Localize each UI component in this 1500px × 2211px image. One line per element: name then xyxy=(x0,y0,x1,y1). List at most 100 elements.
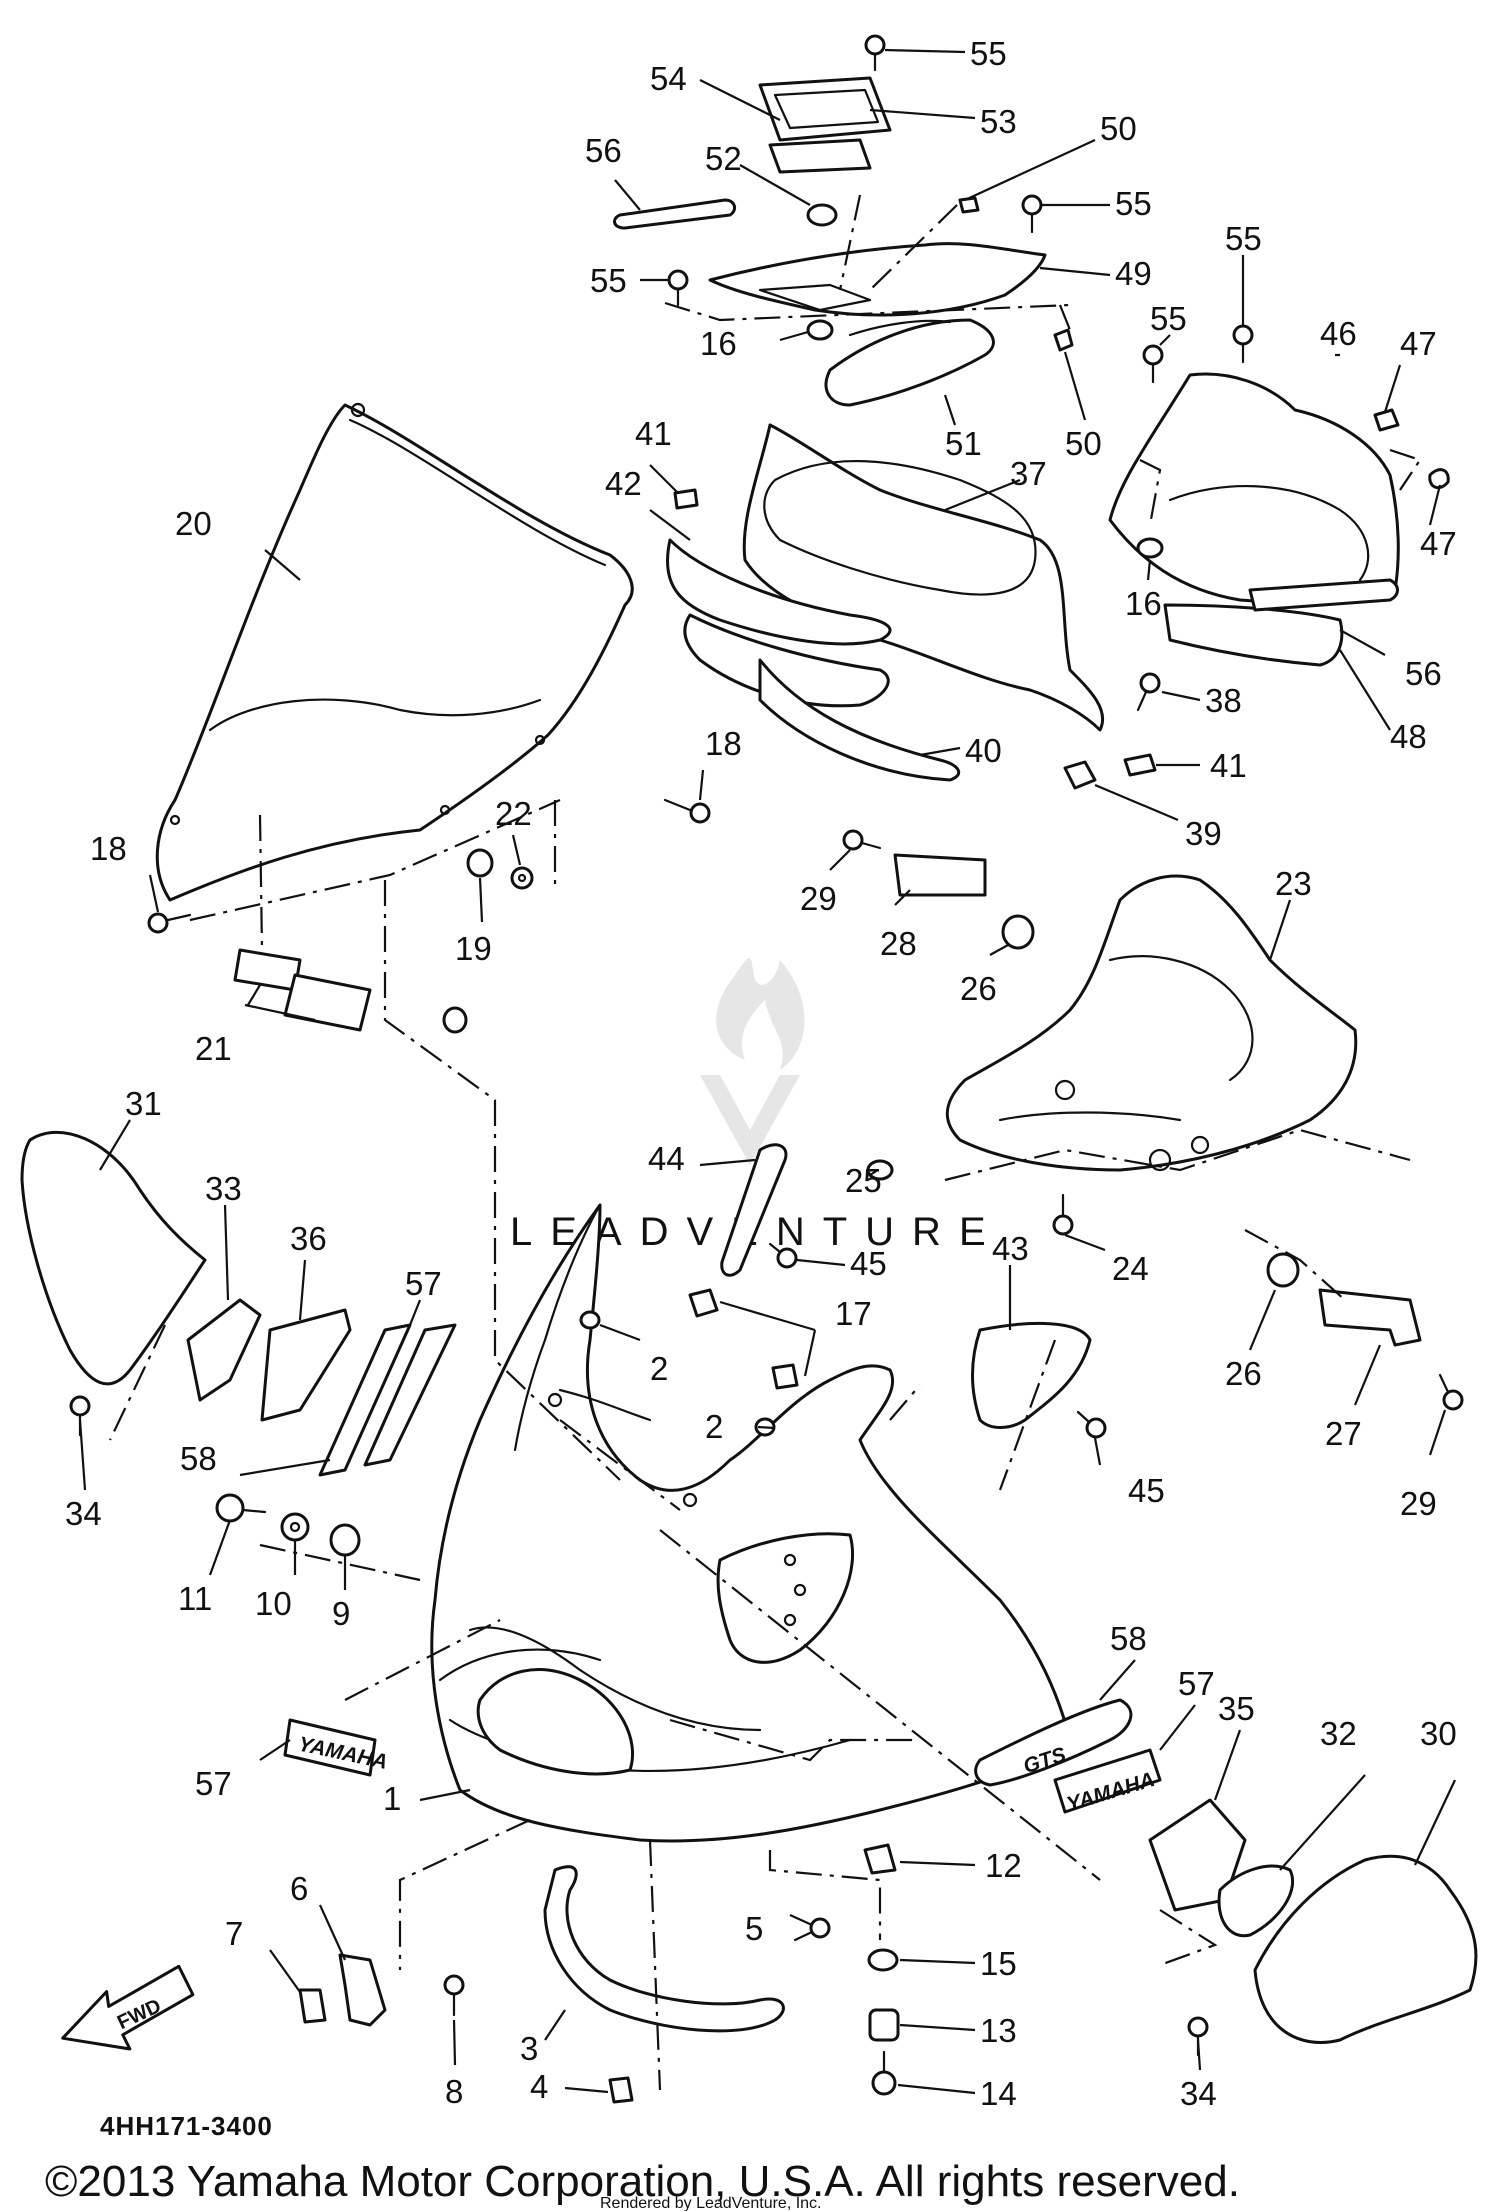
callout-52: 52 xyxy=(705,140,742,177)
callout-40: 40 xyxy=(965,732,1002,769)
callout-8: 8 xyxy=(445,2073,463,2110)
mirror-cover-right xyxy=(1253,1854,1478,2044)
bolt-18-a xyxy=(663,798,711,824)
callout-54: 54 xyxy=(650,60,687,97)
bracket-28 xyxy=(893,853,987,897)
grommet-16-b xyxy=(1136,537,1164,559)
bolt-29-a xyxy=(842,829,882,851)
callout-42: 42 xyxy=(605,465,642,502)
nut-17-a xyxy=(688,1288,719,1318)
bolt-18-b xyxy=(147,912,192,934)
callout-57-a: 57 xyxy=(405,1265,442,1302)
cowling-bracket-44 xyxy=(720,1143,788,1277)
grommet-16-a xyxy=(806,319,834,341)
seal-strip-58-left xyxy=(318,1323,412,1477)
callout-28: 28 xyxy=(880,925,917,962)
callout-45-a: 45 xyxy=(850,1245,887,1282)
side-upper-panel xyxy=(1108,372,1400,667)
callout-9: 9 xyxy=(332,1595,350,1632)
part-code: 4HH171-3400 xyxy=(100,2111,273,2141)
callout-47-b: 47 xyxy=(1420,525,1457,562)
clip-39 xyxy=(1063,760,1097,790)
bolt-5 xyxy=(793,1917,831,1942)
mirror-stay-left xyxy=(260,1308,352,1422)
callout-21: 21 xyxy=(195,1030,232,1067)
callout-43: 43 xyxy=(992,1230,1029,1267)
callout-31: 31 xyxy=(125,1085,162,1122)
callout-18-a: 18 xyxy=(705,725,742,762)
callout-26-a: 26 xyxy=(960,970,997,1007)
callout-58-b: 58 xyxy=(1110,1620,1147,1657)
bolt-14 xyxy=(871,2050,897,2096)
callout-55-c: 55 xyxy=(590,262,627,299)
under-cowling-stay xyxy=(543,1865,785,2033)
callout-16-b: 16 xyxy=(1125,585,1162,622)
bolt-55-c xyxy=(667,269,689,307)
callout-24: 24 xyxy=(1112,1250,1149,1287)
bolt-45-a xyxy=(768,1242,798,1269)
callout-41-b: 41 xyxy=(1210,747,1247,784)
mirror-base-right xyxy=(1217,1864,1295,1938)
seal-strip-57-left xyxy=(363,1323,457,1467)
tape-21b xyxy=(283,973,372,1032)
bolt-29-b xyxy=(1438,1373,1464,1411)
credit: Rendered by LeadVenture, Inc. xyxy=(600,2195,822,2211)
mirror-cover-left xyxy=(20,1130,207,1386)
grommet-9 xyxy=(329,1523,361,1557)
bolt-38 xyxy=(1136,672,1161,712)
bolt-45-b xyxy=(1076,1410,1107,1439)
callout-56-b: 56 xyxy=(1405,655,1442,692)
callout-29-b: 29 xyxy=(1400,1485,1437,1522)
meter-panel xyxy=(665,423,1105,782)
callout-12: 12 xyxy=(985,1847,1022,1884)
callout-49: 49 xyxy=(1115,255,1152,292)
callout-16-a: 16 xyxy=(700,325,737,362)
callout-2-b: 2 xyxy=(705,1408,723,1445)
callout-20: 20 xyxy=(175,505,212,542)
callout-26-b: 26 xyxy=(1225,1355,1262,1392)
callout-22: 22 xyxy=(495,795,532,832)
bolt-55-e xyxy=(1142,344,1164,384)
callout-4: 4 xyxy=(530,2068,548,2105)
callout-15: 15 xyxy=(980,1945,1017,1982)
clip-47-a xyxy=(1373,408,1400,432)
callout-29-a: 29 xyxy=(800,880,837,917)
callout-36: 36 xyxy=(290,1220,327,1257)
inner-lower-panel xyxy=(945,874,1358,1172)
bolt-55-a xyxy=(864,34,886,72)
callout-58-a: 58 xyxy=(180,1440,217,1477)
leader-lines xyxy=(78,48,1456,2095)
washer-22 xyxy=(510,866,534,890)
callout-50-b: 50 xyxy=(1065,425,1102,462)
callout-34-b: 34 xyxy=(1180,2075,1217,2112)
callout-23: 23 xyxy=(1275,865,1312,902)
callout-48: 48 xyxy=(1390,718,1427,755)
callout-25: 25 xyxy=(845,1162,882,1199)
callout-3: 3 xyxy=(520,2030,538,2067)
callout-57-b: 57 xyxy=(1178,1665,1215,1702)
callout-18-b: 18 xyxy=(90,830,127,867)
nut-17-b xyxy=(771,1363,799,1390)
callout-55-d: 55 xyxy=(1225,220,1262,257)
bolt-55-d xyxy=(1232,324,1254,364)
grommet-19-b xyxy=(442,1006,468,1034)
callout-34-a: 34 xyxy=(65,1495,102,1532)
callout-2-a: 2 xyxy=(650,1350,668,1387)
clip-4 xyxy=(608,2076,634,2104)
callout-46: 46 xyxy=(1320,315,1357,352)
clip-41-a xyxy=(673,488,699,510)
mirror-stay-right xyxy=(1148,1798,1247,1912)
callout-30: 30 xyxy=(1420,1715,1457,1752)
emblem-yamaha-right: YAMAHA xyxy=(1053,1748,1162,1816)
emblem-gts: GTS xyxy=(974,1698,1133,1787)
callout-38: 38 xyxy=(1205,682,1242,719)
callout-47-a: 47 xyxy=(1400,325,1437,362)
damper-26-a xyxy=(1001,914,1035,950)
emblem-yamaha-left: YAMAHA xyxy=(283,1718,390,1777)
callout-55-e: 55 xyxy=(1150,300,1187,337)
callout-11: 11 xyxy=(178,1580,212,1617)
callout-19: 19 xyxy=(455,930,492,967)
callout-7: 7 xyxy=(225,1915,243,1952)
bolt-55-b xyxy=(1021,194,1043,234)
